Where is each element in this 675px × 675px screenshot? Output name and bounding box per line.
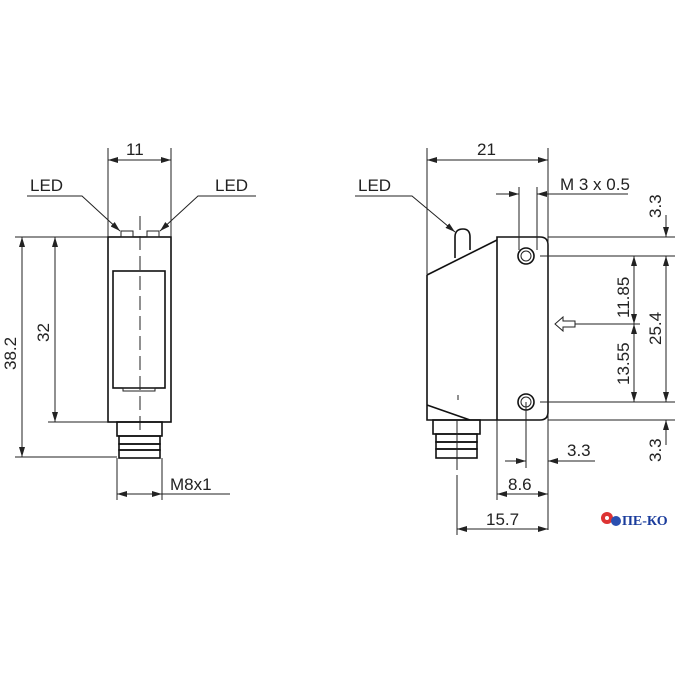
led-label-left: LED — [30, 176, 63, 195]
led-leader-left — [27, 195, 121, 232]
dim-line-connector-thread — [116, 458, 230, 500]
dim-top-offset: 3.3 — [646, 194, 665, 218]
dim-hole-edge: 3.3 — [567, 441, 591, 460]
dim-line-screw-thread — [496, 187, 628, 250]
dim-line-side-width — [426, 148, 549, 530]
dim-upper-to-axis: 11.85 — [614, 277, 633, 318]
gear-icon — [601, 512, 621, 526]
optical-axis-arrow-icon — [554, 315, 576, 333]
dim-line-front-depth — [496, 420, 548, 500]
sensor-body-side-front — [496, 236, 549, 421]
dim-front-depth: 8.6 — [508, 475, 532, 494]
led-label-side: LED — [358, 176, 391, 195]
dim-lines-front-height — [15, 236, 117, 458]
dim-axis-to-lower: 13.55 — [614, 342, 633, 385]
led-label-right: LED — [215, 176, 248, 195]
dim-bottom-offset: 3.3 — [646, 438, 665, 462]
dim-line-front-width — [107, 148, 172, 237]
led-indicator-side — [454, 228, 471, 258]
screw-thread-label: M 3 x 0.5 — [560, 175, 630, 194]
led-indicator-right — [146, 230, 160, 238]
dim-front-width: 11 — [126, 140, 144, 159]
company-logo: ПЕ-КО — [601, 512, 668, 529]
mounting-hole-top — [517, 247, 535, 265]
dim-total-height: 38.2 — [1, 337, 20, 370]
lens-window-sill — [122, 387, 156, 392]
led-leader-side — [355, 195, 456, 233]
led-indicator-left — [120, 230, 134, 238]
front-view: 11 LED LED 38.2 32 M8x1 — [1, 140, 256, 500]
m8-connector-front — [116, 421, 163, 459]
dim-line-hole-edge — [505, 402, 595, 468]
dim-connector-pos: 15.7 — [486, 510, 519, 529]
side-view: 21 LED M 3 x 0.5 11.85 13.55 25.4 3.3 3.… — [355, 140, 675, 535]
lens-window — [112, 270, 166, 389]
sensor-body-side — [426, 239, 498, 421]
logo-text: ПЕ-КО — [622, 514, 668, 529]
dim-hole-spacing: 25.4 — [646, 312, 665, 345]
led-leader-right — [159, 195, 256, 232]
dim-lines-side-vertical — [540, 215, 675, 445]
dim-body-height: 32 — [34, 323, 53, 342]
connector-thread-label: M8x1 — [170, 475, 212, 494]
dim-side-width: 21 — [477, 140, 496, 159]
